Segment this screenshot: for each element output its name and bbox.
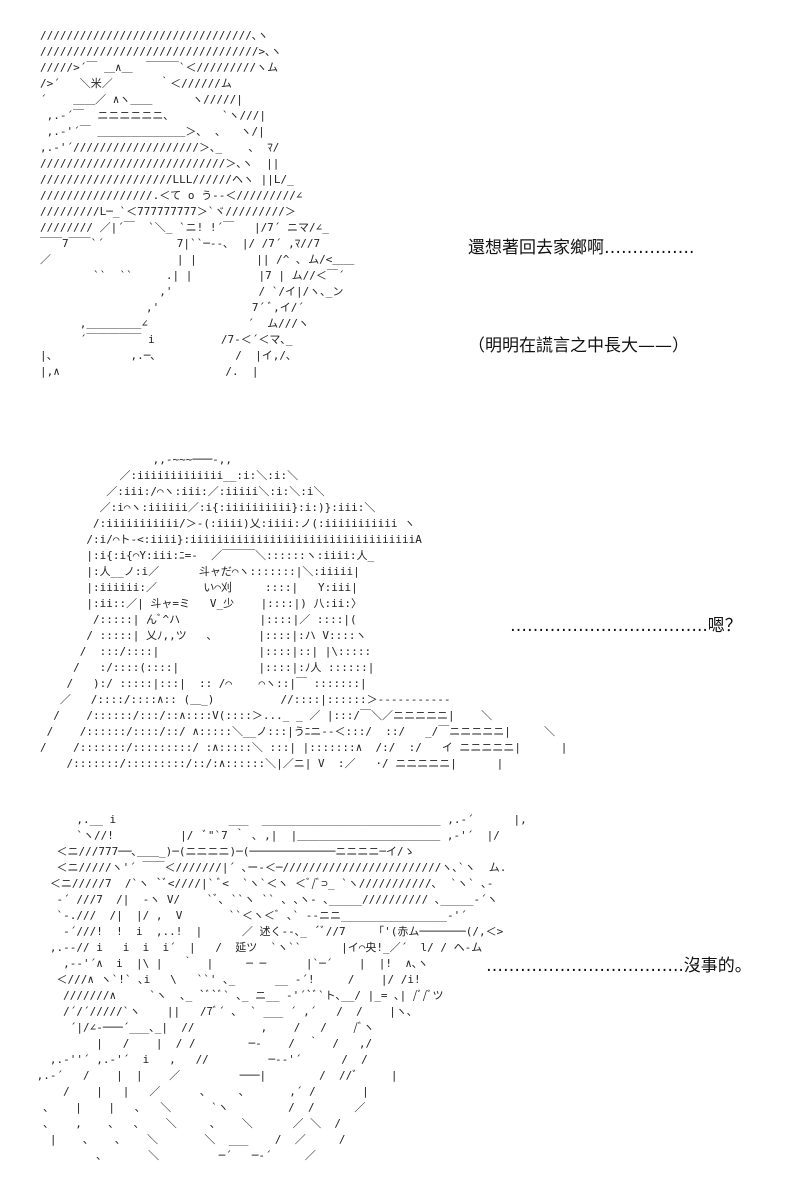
ascii-art-figure-2: ,,-~~~───-,, ／:iiiiiiiiiiiii__:i:＼:i:＼ ／… — [40, 453, 568, 770]
caption-1b: （明明在謊言之中長大——） — [468, 336, 689, 356]
ascii-art-figure-3: ,.__ i ___ ___________________________ ,… — [36, 813, 527, 1162]
panel-3: ,.__ i ___ ___________________________ ,… — [0, 800, 800, 1200]
panel-1: ////////////////////////////////､ヽ /////… — [0, 0, 800, 440]
caption-2: ……………………………..嗯？ — [510, 616, 742, 636]
caption-1a: 還想著回去家鄉啊……………. — [468, 238, 695, 258]
caption-3: ……………………………..沒事的。 — [486, 956, 752, 976]
panel-2: ,,-~~~───-,, ／:iiiiiiiiiiiii__:i:＼:i:＼ ／… — [0, 440, 800, 800]
ascii-art-figure-1: ////////////////////////////////､ヽ /////… — [40, 29, 355, 378]
